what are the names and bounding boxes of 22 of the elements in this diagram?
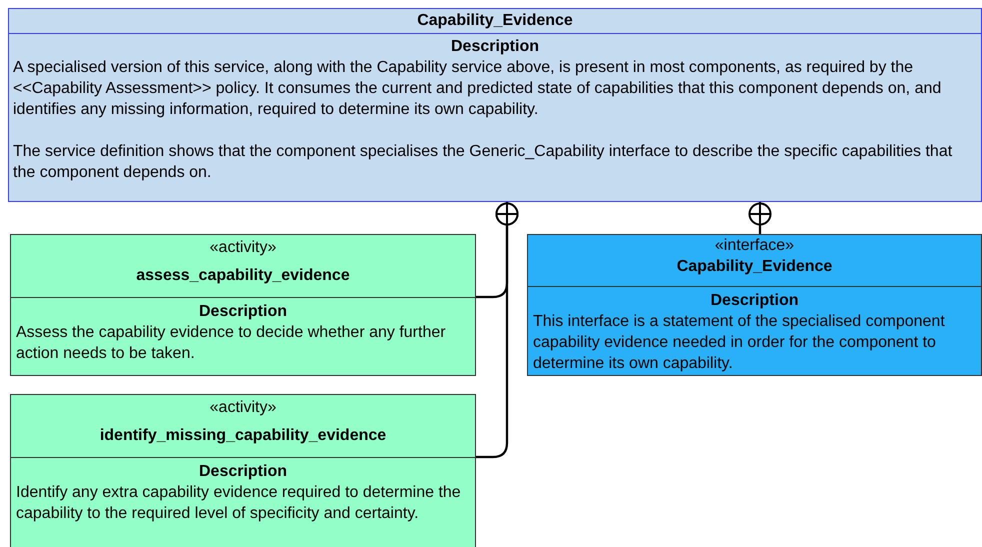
section-heading: Description bbox=[709, 291, 800, 311]
service-box bbox=[8, 8, 982, 202]
interface-box bbox=[527, 234, 982, 376]
description-text: Identify any extra capability evidence required to determine the capability to the required level of specificity and certainty. bbox=[15, 483, 462, 524]
section-heading: Description bbox=[198, 462, 288, 482]
stereotype-label: «activity» bbox=[208, 238, 278, 258]
provided-interface-connector bbox=[476, 202, 518, 458]
element-name: identify_missing_capability_evidence bbox=[98, 426, 388, 446]
description-text: A specialised version of this service, along with the Capability service above, is present in most components, as required by the <<Capability Assessment>> policy. It consumes the current and predicted state of capabilities that this component depends on, and identifies any missing information, required to determine its own capability. bbox=[12, 58, 942, 120]
stereotype-label: «interface» bbox=[714, 236, 796, 256]
description-text: The service definition shows that the component specialises the Generic_Capability interface to describe the specific capabilities that the component depends on. bbox=[12, 142, 954, 183]
description-text: Assess the capability evidence to decide whether any further action needs to be taken. bbox=[15, 323, 447, 364]
provided-interface-connector bbox=[748, 202, 772, 234]
section-heading: Description bbox=[450, 37, 540, 57]
activity-box bbox=[10, 394, 476, 547]
stereotype-label: «activity» bbox=[208, 398, 278, 418]
activity-box bbox=[10, 234, 476, 376]
service-title: Capability_Evidence bbox=[416, 11, 574, 31]
element-name: Capability_Evidence bbox=[676, 257, 834, 277]
section-heading: Description bbox=[198, 302, 288, 322]
element-name: assess_capability_evidence bbox=[135, 266, 351, 286]
description-text: This interface is a statement of the specialised component capability evidence needed in order for the component to determine its own capability. bbox=[532, 312, 946, 374]
